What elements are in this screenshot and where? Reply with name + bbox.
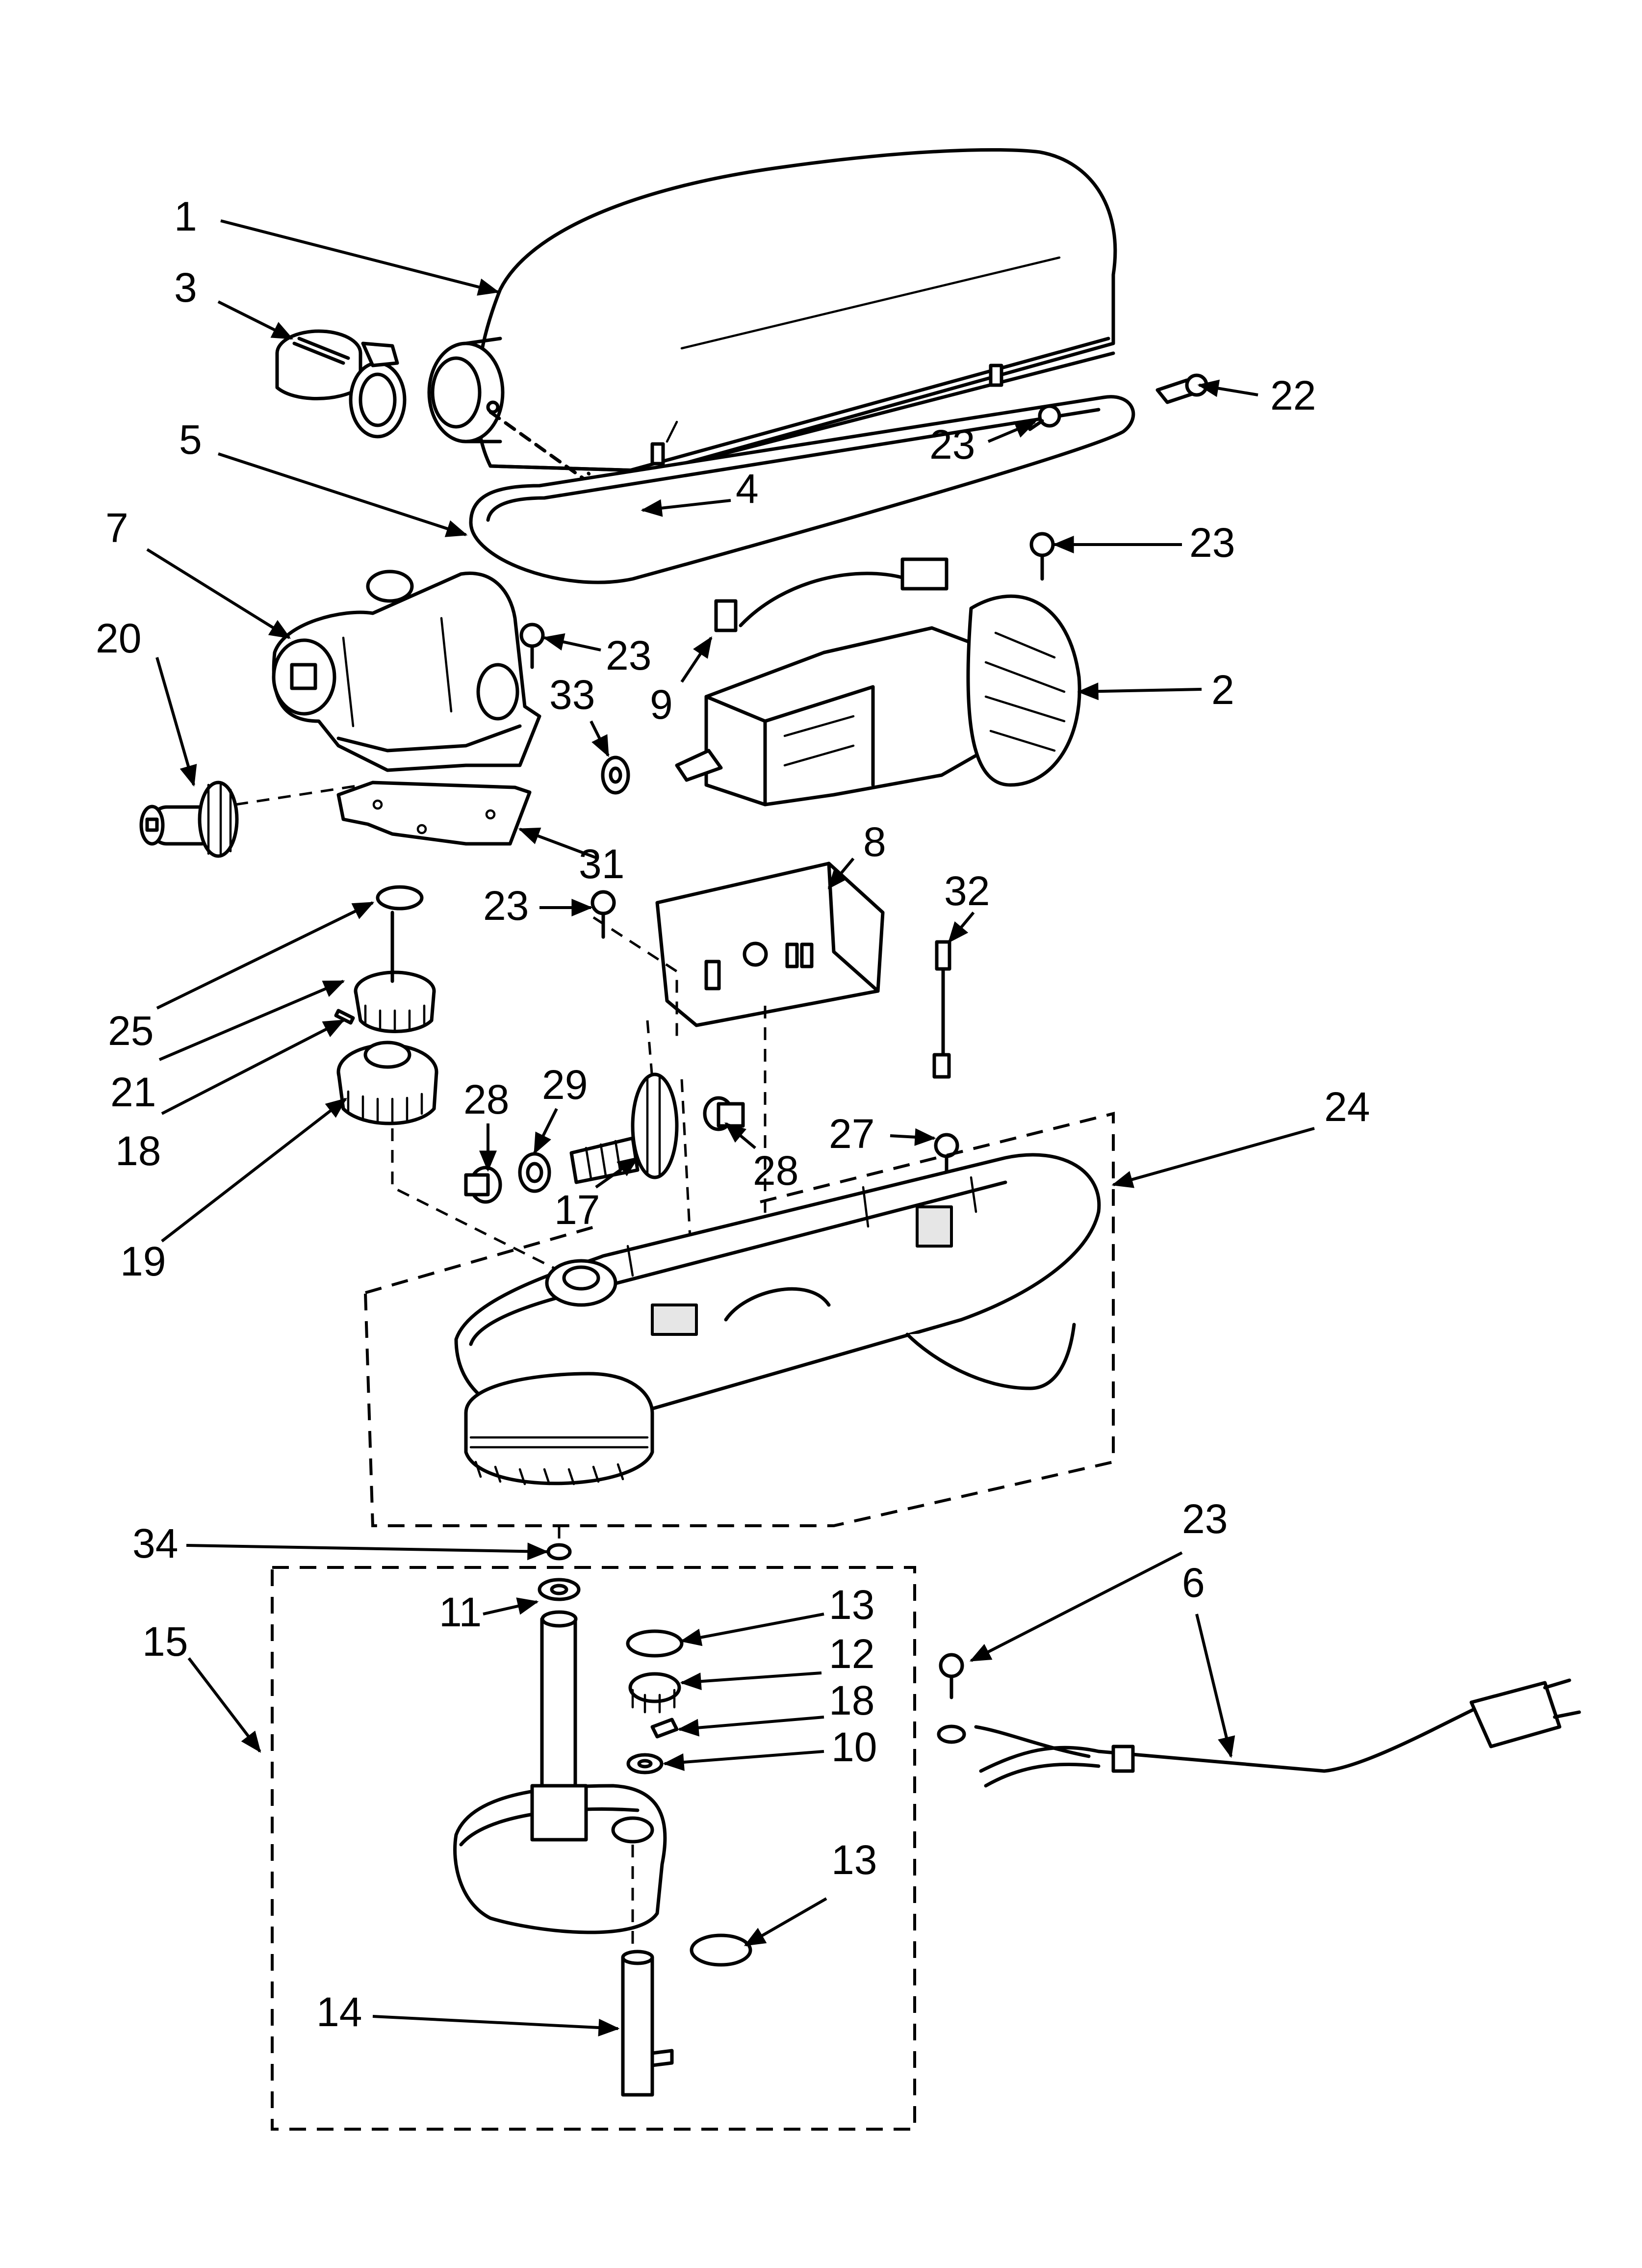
callout-6: 6 xyxy=(1182,1560,1205,1606)
callout-28-a: 28 xyxy=(463,1076,509,1122)
callout-3: 3 xyxy=(174,264,197,311)
callout-labels: 1 3 5 4 22 23 23 7 23 20 33 9 2 31 8 23 … xyxy=(96,193,1370,2035)
callout-23-c: 23 xyxy=(606,632,651,678)
callout-18-a: 18 xyxy=(115,1128,161,1174)
callout-19: 19 xyxy=(120,1238,166,1284)
callout-13-a: 13 xyxy=(829,1582,874,1628)
washer-33-part xyxy=(601,756,630,795)
callout-21: 21 xyxy=(110,1069,156,1115)
motor-part xyxy=(675,557,1081,807)
callout-32: 32 xyxy=(944,868,990,914)
callout-23-e: 23 xyxy=(1182,1496,1228,1542)
callout-7: 7 xyxy=(105,505,128,551)
callout-15: 15 xyxy=(142,1618,188,1665)
callout-2: 2 xyxy=(1211,667,1234,713)
callout-4: 4 xyxy=(736,466,759,512)
worm-assembly-part xyxy=(464,1020,745,1266)
callout-25: 25 xyxy=(108,1008,154,1054)
callout-14: 14 xyxy=(316,1989,362,2035)
gear-housing-part xyxy=(272,570,541,772)
callout-22: 22 xyxy=(1270,372,1316,418)
callout-29: 29 xyxy=(542,1062,588,1108)
callout-24: 24 xyxy=(1324,1084,1370,1130)
leader-lines xyxy=(146,219,1315,2037)
gear-stack-part xyxy=(334,885,570,1277)
callout-5: 5 xyxy=(179,417,202,463)
callout-11: 11 xyxy=(439,1589,482,1635)
callout-1: 1 xyxy=(174,193,197,239)
planetary-assembly-part xyxy=(271,1566,916,2131)
callout-10: 10 xyxy=(831,1724,877,1770)
washer-34-part xyxy=(546,1526,572,1561)
callout-18-b: 18 xyxy=(829,1677,874,1723)
trim-band-part xyxy=(469,395,1135,584)
callout-27: 27 xyxy=(829,1111,874,1157)
callout-33: 33 xyxy=(549,672,595,718)
motor-housing-part xyxy=(427,148,1117,473)
base-part xyxy=(364,1112,1115,1527)
callout-23-b: 23 xyxy=(1189,520,1235,566)
worm-gear-20-part xyxy=(139,781,363,858)
screw-22-part xyxy=(1155,373,1208,404)
callout-23-d: 23 xyxy=(483,883,529,929)
callout-9: 9 xyxy=(650,681,673,728)
brush-32-part xyxy=(932,940,951,1079)
callout-8: 8 xyxy=(863,819,886,865)
callout-31: 31 xyxy=(579,841,624,887)
callout-34: 34 xyxy=(132,1520,178,1566)
callout-28-b: 28 xyxy=(753,1147,798,1194)
attachment-knob-part xyxy=(275,329,407,439)
gasket-part xyxy=(336,781,532,846)
power-cord-part xyxy=(974,1678,1581,1788)
callout-17: 17 xyxy=(554,1187,600,1233)
control-board-part xyxy=(592,861,885,1226)
callout-13-b: 13 xyxy=(831,1837,877,1883)
callout-12: 12 xyxy=(829,1631,874,1677)
callout-20: 20 xyxy=(96,615,141,661)
callout-23-a: 23 xyxy=(929,421,975,468)
screw-23-parts xyxy=(519,404,1061,1744)
